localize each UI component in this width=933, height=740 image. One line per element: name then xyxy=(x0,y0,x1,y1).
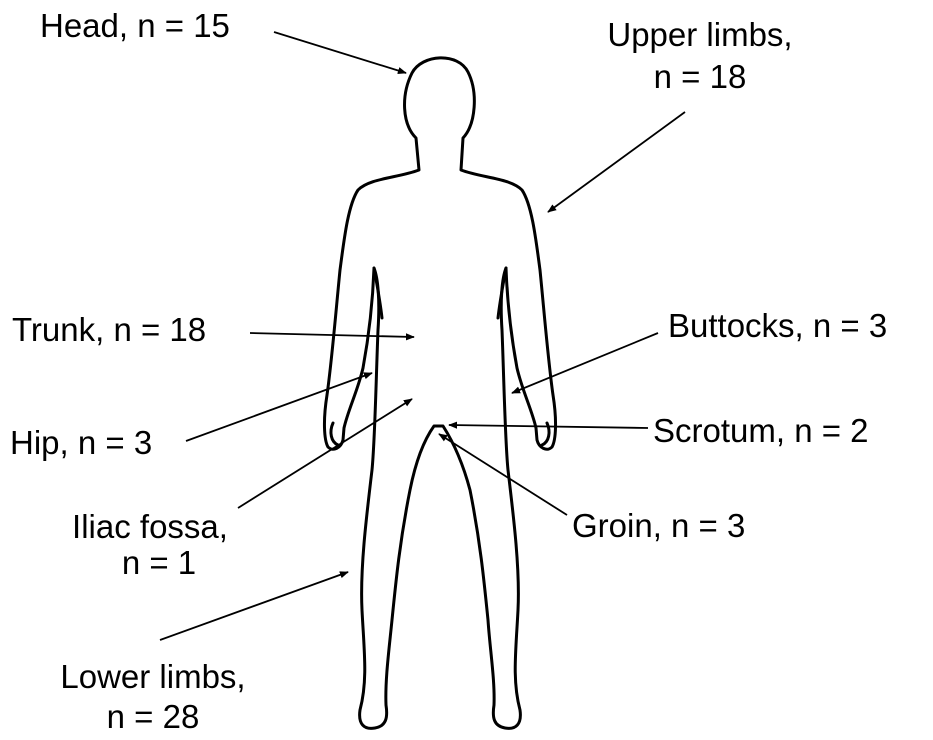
label-iliac-fossa-line2: n = 1 xyxy=(122,544,196,581)
label-lower-limbs-line2: n = 28 xyxy=(107,698,200,735)
upper-limbs-arrow xyxy=(548,112,685,212)
buttocks-arrow xyxy=(512,333,658,393)
groin-arrow xyxy=(439,434,567,515)
label-scrotum: Scrotum, n = 2 xyxy=(653,412,869,449)
label-upper-limbs-line2: n = 18 xyxy=(654,58,747,95)
region-labels: Head, n = 15 Upper limbs, n = 18 Trunk, … xyxy=(10,7,887,735)
label-iliac-fossa-line1: Iliac fossa, xyxy=(72,508,228,545)
human-body-outline xyxy=(324,58,555,729)
label-lower-limbs-line1: Lower limbs, xyxy=(60,658,245,695)
lower-limbs-arrow xyxy=(160,572,348,640)
trunk-arrow xyxy=(250,333,414,337)
label-trunk: Trunk, n = 18 xyxy=(12,311,206,348)
body-silhouette xyxy=(324,58,555,729)
left-hand-thumb xyxy=(331,423,338,445)
label-upper-limbs-line1: Upper limbs, xyxy=(607,16,792,53)
label-hip: Hip, n = 3 xyxy=(10,424,152,461)
label-groin: Groin, n = 3 xyxy=(572,507,745,544)
label-buttocks: Buttocks, n = 3 xyxy=(668,307,887,344)
head-arrow xyxy=(274,32,406,73)
leader-arrows xyxy=(160,32,685,640)
label-head: Head, n = 15 xyxy=(40,7,230,44)
